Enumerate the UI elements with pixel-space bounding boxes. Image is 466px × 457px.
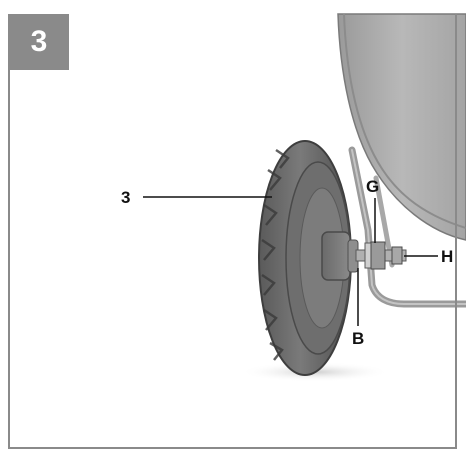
callout-g-label: G xyxy=(366,177,380,196)
wheel-hub xyxy=(321,231,351,281)
nut-h xyxy=(391,246,403,265)
tank-body xyxy=(337,13,466,241)
figure-border xyxy=(8,14,457,449)
nut-g xyxy=(370,241,386,270)
callout-b-label: B xyxy=(352,329,365,348)
callout-wheel-label: 3 xyxy=(121,188,131,207)
step-number-badge: 3 xyxy=(9,14,69,70)
washer xyxy=(364,242,372,269)
callout-h-label: H xyxy=(441,247,454,266)
tank-rim xyxy=(343,13,466,229)
wheel-tread xyxy=(261,148,290,361)
support-leg-highlight xyxy=(351,149,466,305)
